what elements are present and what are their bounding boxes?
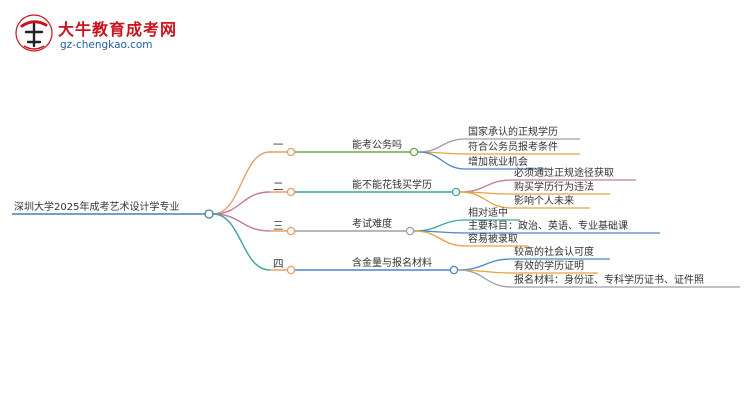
branch-3-number: 三 [273,220,284,232]
brand-url: gz-chengkao.com [60,39,153,51]
branch-3-leaf-1: 相对适中 [468,206,508,219]
branch-2-leaf-1-connector [459,179,513,193]
branch-1-leaf-3: 增加就业机会 [468,155,528,168]
mindmap-edges [212,138,513,288]
branch-3-leaf-2: 主要科目：政治、英语、专业基础课 [468,219,628,232]
root-node [204,209,214,219]
brand-title: 大牛教育成考网 [58,20,178,39]
branch-4-leaf-2: 有效的学历证明 [514,259,584,272]
branch-3-leaf-3-connector [413,230,467,247]
branch-1-label: 能考公务吗 [352,138,402,151]
branch-4-leaf-3: 报名材料：身份证、专科学历证书、证件照 [514,273,704,286]
branch-1-number: 一 [273,139,284,151]
root-label: 深圳大学2025年成考艺术设计学专业 [14,200,179,213]
branch-2-number: 二 [273,181,284,193]
branch-3-leaf-3: 容易被录取 [468,232,518,245]
branch-4-node [286,265,296,275]
branch-1-leaf-1: 国家承认的正规学历 [468,125,558,138]
branch-3-leaf-1-connector [413,219,467,232]
branch-4-leaf-1-connector [457,258,513,271]
root-to-branch-2-connector [212,191,271,215]
branch-2-leaf-1: 必须通过正规途径获取 [514,166,614,179]
branch-2-leaf-3: 影响个人未来 [514,194,574,207]
branch-4-leaf-3-connector [457,269,513,288]
branch-2-leaf-2: 购买学历行为违法 [514,180,594,193]
root-to-branch-1-connector [212,151,271,215]
root-to-branch-4-connector [212,213,271,271]
branch-1-leaf-2: 符合公务员报考条件 [468,140,558,153]
branch-4-leaf-1: 较高的社会认可度 [514,245,594,258]
branch-4-number: 四 [273,258,284,270]
branch-2-label: 能不能花钱买学历 [352,178,432,191]
branch-4-label: 含金量与报名材料 [352,256,432,269]
branch-3-node [286,226,296,236]
root-to-branch-3-connector [212,213,271,232]
logo-mark-icon [15,14,53,52]
branch-4-end-node [449,265,459,275]
branch-1-node [286,147,296,157]
branch-2-leaf-3-connector [459,191,513,209]
branch-1-leaf-1-connector [417,138,467,153]
branch-3-label: 考试难度 [352,217,392,230]
branch-2-node [286,187,296,197]
branch-2-end-node [451,187,461,197]
branch-3-end-node [405,226,415,236]
brand-logo: 大牛教育成考网 gz-chengkao.com [14,12,176,56]
branch-1-leaf-3-connector [417,151,467,170]
branch-1-end-node [409,147,419,157]
